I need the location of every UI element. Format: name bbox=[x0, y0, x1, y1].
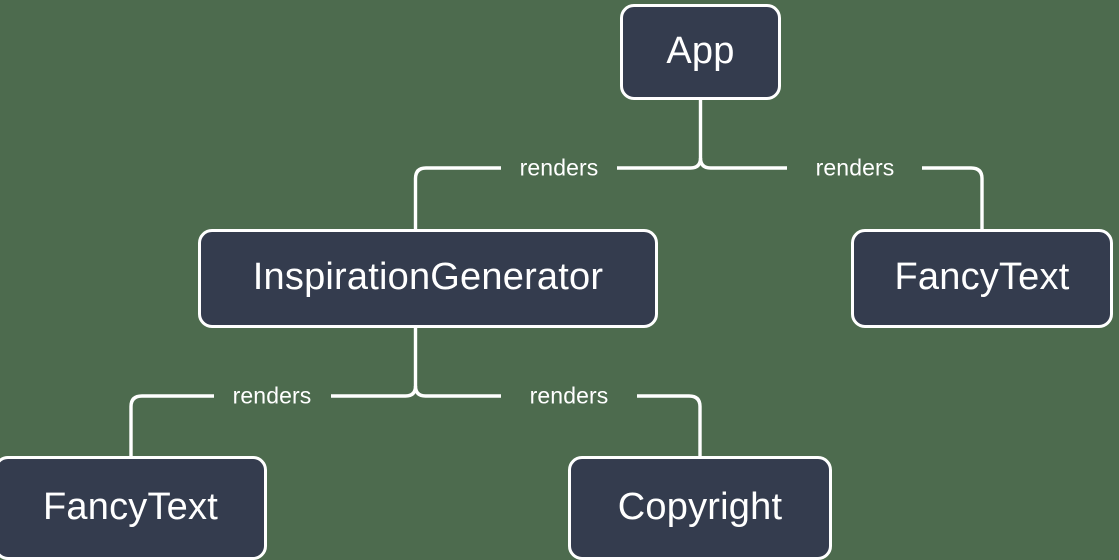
node-app-label: App bbox=[666, 29, 735, 72]
node-inspiration-generator-label: InspirationGenerator bbox=[252, 256, 604, 298]
node-fancytext-bottom-label: FancyText bbox=[43, 485, 218, 528]
edge-label-inspiration-to-fancytext: renders bbox=[232, 382, 312, 409]
connector-app-to-fancytext-elbow bbox=[970, 166, 984, 229]
node-app[interactable]: App bbox=[620, 4, 781, 100]
node-fancytext-right-label: FancyText bbox=[894, 256, 1070, 298]
connector-app-stem-right bbox=[698, 157, 711, 170]
connector-app-stem bbox=[690, 100, 703, 170]
edge-label-inspiration-to-copyright: renders bbox=[529, 382, 609, 409]
connector-inspiration-to-fancytext-elbow bbox=[129, 394, 143, 456]
node-copyright[interactable]: Copyright bbox=[568, 456, 832, 560]
connector-inspiration-to-copyright-elbow bbox=[688, 394, 702, 456]
node-copyright-label: Copyright bbox=[617, 485, 783, 528]
edge-label-app-to-inspiration: renders bbox=[519, 154, 599, 181]
connector-inspiration-stem bbox=[405, 328, 418, 398]
node-inspiration-generator[interactable]: InspirationGenerator bbox=[198, 229, 658, 328]
connector-inspiration-stem-right bbox=[413, 385, 426, 398]
connector-app-to-inspiration-elbow bbox=[413, 166, 427, 229]
edge-label-app-to-fancytext: renders bbox=[815, 154, 895, 181]
node-fancytext-right[interactable]: FancyText bbox=[851, 229, 1113, 328]
node-fancytext-bottom[interactable]: FancyText bbox=[0, 456, 267, 560]
